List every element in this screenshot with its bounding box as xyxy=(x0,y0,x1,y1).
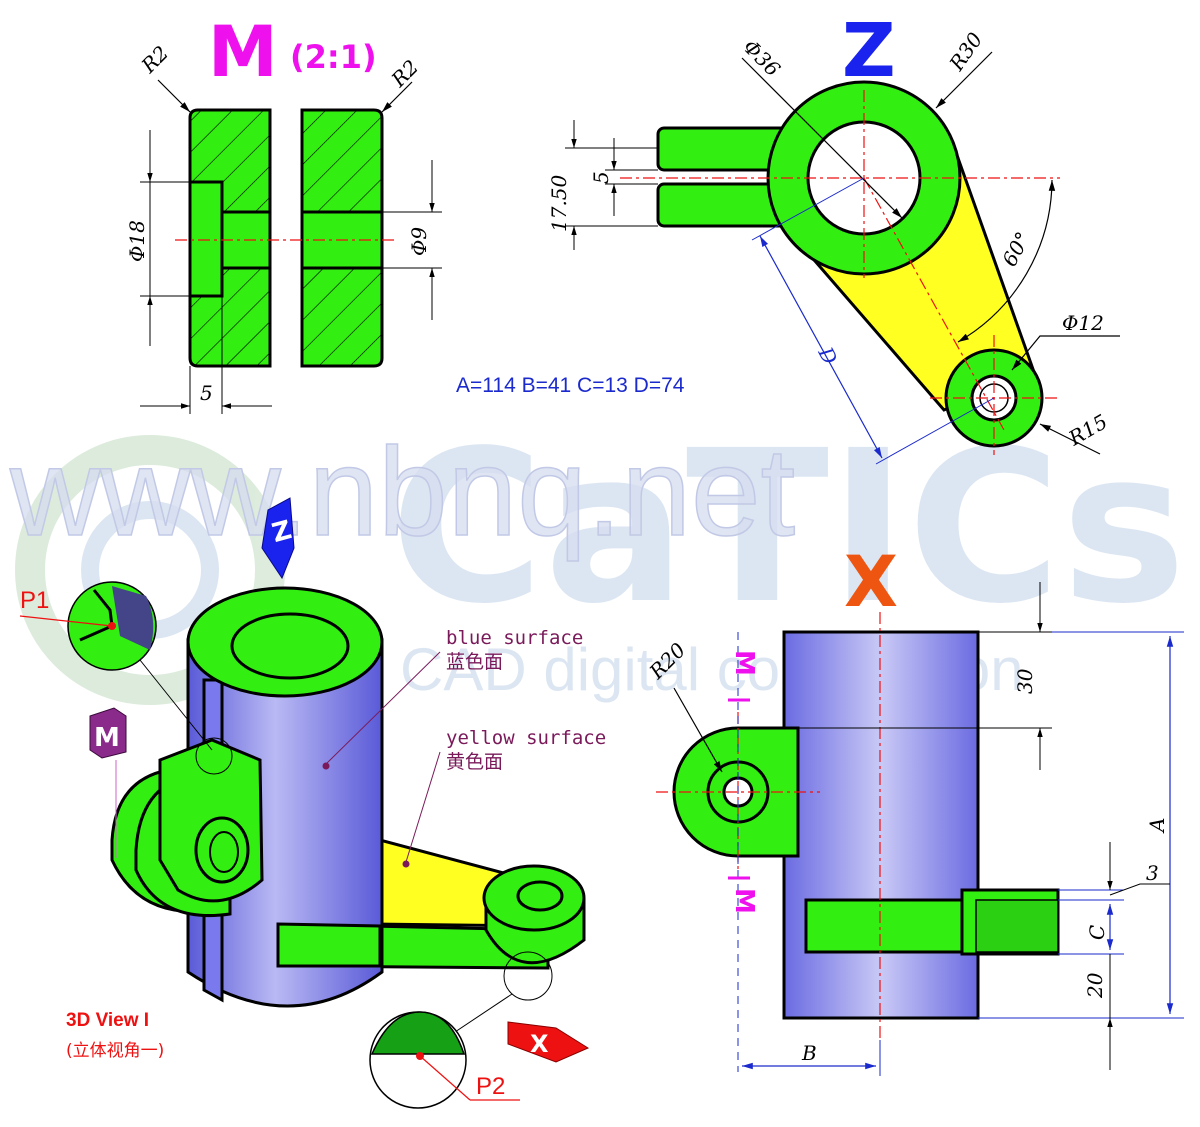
front-view-x: X M M R20 30 A xyxy=(644,541,1184,1076)
iso-cylinder-bore xyxy=(230,612,350,680)
view-subtitle: (立体视角一) xyxy=(66,1041,164,1061)
dim-thirty: 30 xyxy=(1013,668,1037,694)
p2-leader xyxy=(419,1055,471,1101)
dim-c: C xyxy=(1085,925,1109,940)
dim-17-50: 17.50 xyxy=(547,174,571,232)
p1-ref-circle xyxy=(195,737,233,775)
dim-phi18: Φ18 xyxy=(125,220,149,262)
dim-angle-60: 60° xyxy=(997,228,1035,271)
dim-b: B xyxy=(801,1041,817,1065)
m-tag: M xyxy=(89,707,127,759)
parameters-text: A=114 B=41 C=13 D=74 xyxy=(456,374,685,397)
yellow-surface-leader xyxy=(405,751,441,863)
view-title: 3D View I xyxy=(66,1010,149,1031)
m-tag-label: M xyxy=(94,723,120,753)
blue-surface-dot xyxy=(322,762,330,770)
dim-r30: R30 xyxy=(944,28,988,76)
cut-label-upper: M xyxy=(729,650,759,676)
section-view-m: M (2:1) R2 R2 Φ18 Φ9 5 xyxy=(125,11,442,414)
top-view-label: Z xyxy=(842,8,896,94)
section-scale: (2:1) xyxy=(290,38,377,76)
three-leader xyxy=(1109,883,1170,896)
dim-five-slot: 5 xyxy=(589,171,613,184)
angle-60-arc xyxy=(957,179,1056,343)
p1-detail-edge xyxy=(79,589,114,642)
yellow-surface-dot xyxy=(402,860,410,868)
d-ext-boss xyxy=(875,397,995,465)
dim-r2-right: R2 xyxy=(386,55,423,92)
x-direction-arrow: X xyxy=(507,1021,590,1063)
dim-phi12: Φ12 xyxy=(1062,311,1104,335)
p2-ref-circle xyxy=(503,951,553,1001)
iso-lug-hole-inner xyxy=(209,831,239,873)
isometric-view: Z M P1 xyxy=(19,497,606,1109)
dim-a: A xyxy=(1145,818,1169,834)
iso-lever-arm-front xyxy=(276,922,382,968)
z-direction-arrow: Z xyxy=(261,497,295,580)
x-arrow-label: X xyxy=(530,1030,549,1058)
section-title: M xyxy=(208,11,278,93)
blue-surface-cn: 蓝色面 xyxy=(446,651,503,673)
blue-surface-leader xyxy=(325,651,441,765)
cut-label-lower: M xyxy=(729,888,759,914)
d-ext-hub xyxy=(751,177,865,241)
front-view-label: X xyxy=(844,541,898,623)
lever-centerline xyxy=(863,177,1005,431)
dim-r2-left: R2 xyxy=(136,41,173,78)
p1-label: P1 xyxy=(20,587,49,614)
dim-d: D xyxy=(813,342,842,368)
section-left-bore xyxy=(188,180,224,298)
top-view-z: Z Φ36 R30 17.50 5 xyxy=(547,8,1120,465)
r15-leader xyxy=(1039,423,1101,455)
r30-leader xyxy=(935,51,993,109)
p2-detail-green xyxy=(370,1011,466,1055)
dim-five-bottom: 5 xyxy=(200,381,213,405)
dim-twenty: 20 xyxy=(1083,972,1107,999)
phi36-leader xyxy=(741,57,903,219)
watermark-url: www.nbnq.net xyxy=(9,423,795,562)
watermark-logo-ring xyxy=(15,435,285,705)
blue-surface-en: blue surface xyxy=(446,627,583,649)
yellow-surface-cn: 黄色面 xyxy=(446,751,503,773)
front-cylinder-body xyxy=(782,630,980,1020)
p1-link xyxy=(139,659,213,751)
p2-link xyxy=(451,993,513,1035)
iso-boss-hole xyxy=(516,880,564,912)
phi12-leader xyxy=(1011,335,1120,371)
yellow-surface-en: yellow surface xyxy=(446,727,606,749)
dim-phi9: Φ9 xyxy=(407,227,431,256)
r2-left-leader xyxy=(157,79,191,113)
dim-phi36: Φ36 xyxy=(738,35,785,82)
front-boss-inner xyxy=(975,899,1059,953)
front-arm-back xyxy=(804,898,978,954)
p2-label: P2 xyxy=(476,1073,505,1100)
d-dimension-line xyxy=(759,235,883,459)
r2-right-leader xyxy=(381,81,413,113)
p1-detail-blue xyxy=(112,586,154,650)
dim-three: 3 xyxy=(1146,861,1159,885)
p1-leader xyxy=(19,615,113,627)
r20-leader xyxy=(673,687,723,773)
